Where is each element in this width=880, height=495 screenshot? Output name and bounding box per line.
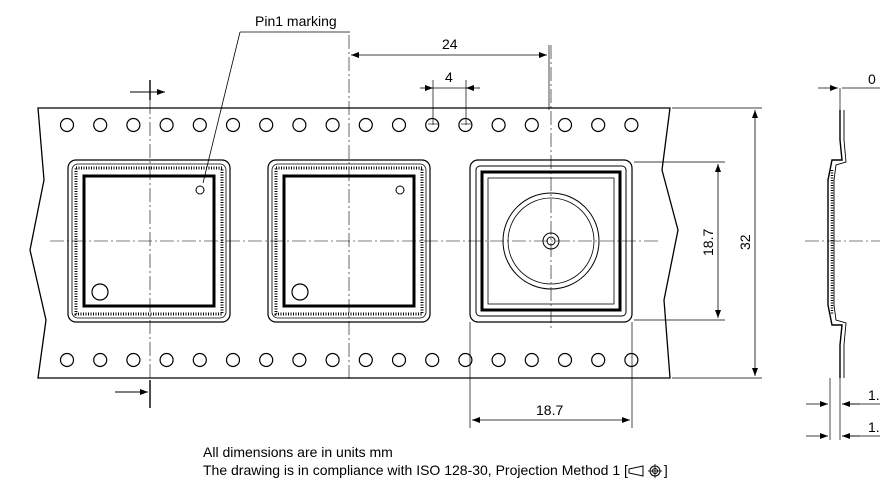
compliance-text-end: ] bbox=[663, 462, 668, 478]
dimension-24: 24 bbox=[351, 36, 550, 110]
dimension-18-7-horizontal: 18.7 bbox=[469, 322, 633, 428]
sprocket-hole bbox=[93, 117, 108, 133]
dim-label-32: 32 bbox=[737, 234, 753, 250]
dimension-4: 4 bbox=[420, 69, 480, 125]
sprocket-hole bbox=[624, 117, 639, 133]
dim-label-side-top: 0 bbox=[868, 71, 876, 87]
sprocket-hole bbox=[591, 352, 606, 368]
sprocket-hole bbox=[358, 117, 373, 133]
sprocket-hole bbox=[192, 352, 207, 368]
sprocket-hole bbox=[292, 117, 307, 133]
sprocket-hole bbox=[391, 117, 407, 133]
sprocket-hole bbox=[225, 117, 241, 133]
sprocket-holes-top bbox=[59, 117, 639, 133]
sprocket-hole bbox=[358, 352, 373, 368]
pin1-leader: Pin1 marking bbox=[202, 13, 350, 184]
sprocket-hole bbox=[159, 352, 174, 368]
sprocket-holes-bottom bbox=[59, 352, 639, 368]
center-lines bbox=[50, 35, 880, 405]
sprocket-hole bbox=[126, 117, 141, 133]
pin1-label: Pin1 marking bbox=[255, 13, 337, 29]
sprocket-hole bbox=[557, 352, 573, 368]
carrier-tape-outline bbox=[29, 107, 679, 379]
dimension-18-7-vertical: 18.7 bbox=[634, 161, 725, 321]
sprocket-hole bbox=[524, 352, 539, 368]
sprocket-hole bbox=[458, 117, 473, 133]
sprocket-hole bbox=[192, 117, 207, 133]
sprocket-hole bbox=[391, 352, 407, 368]
sprocket-hole bbox=[259, 117, 274, 133]
section-marker-top bbox=[130, 80, 165, 100]
sprocket-hole bbox=[93, 352, 108, 368]
dim-label-18-7-horizontal: 18.7 bbox=[536, 402, 563, 418]
sprocket-hole bbox=[425, 352, 440, 368]
units-note: All dimensions are in units mm bbox=[203, 444, 393, 460]
sprocket-hole bbox=[59, 352, 75, 368]
sprocket-hole bbox=[259, 352, 274, 368]
dim-label-24: 24 bbox=[442, 36, 458, 52]
sprocket-hole bbox=[524, 117, 539, 133]
sprocket-hole bbox=[325, 117, 340, 133]
sprocket-hole bbox=[325, 352, 340, 368]
sprocket-hole bbox=[458, 352, 473, 368]
sprocket-hole bbox=[159, 117, 174, 133]
dim-label-side-2: 1. bbox=[868, 419, 880, 435]
pin1-dot-1 bbox=[195, 185, 205, 195]
sprocket-hole bbox=[591, 117, 606, 133]
sprocket-hole bbox=[491, 117, 506, 133]
dim-label-4: 4 bbox=[445, 69, 453, 85]
sprocket-hole bbox=[491, 352, 506, 368]
compliance-text: The drawing is in compliance with ISO 12… bbox=[203, 462, 628, 478]
side-view: 0 1. 1. bbox=[806, 71, 880, 440]
dimension-32: 32 bbox=[672, 107, 762, 379]
sprocket-hole bbox=[292, 352, 307, 368]
sprocket-hole bbox=[425, 117, 440, 133]
sprocket-hole bbox=[126, 352, 141, 368]
sprocket-hole bbox=[624, 352, 639, 368]
compliance-note: The drawing is in compliance with ISO 12… bbox=[203, 462, 668, 478]
section-marker-bottom bbox=[115, 380, 151, 408]
sprocket-hole bbox=[557, 117, 573, 133]
first-angle-projection-icon bbox=[628, 464, 662, 478]
sprocket-hole bbox=[59, 117, 75, 133]
dim-label-side-1: 1. bbox=[868, 387, 880, 403]
dim-label-18-7-vertical: 18.7 bbox=[700, 229, 716, 256]
sprocket-hole bbox=[225, 352, 241, 368]
